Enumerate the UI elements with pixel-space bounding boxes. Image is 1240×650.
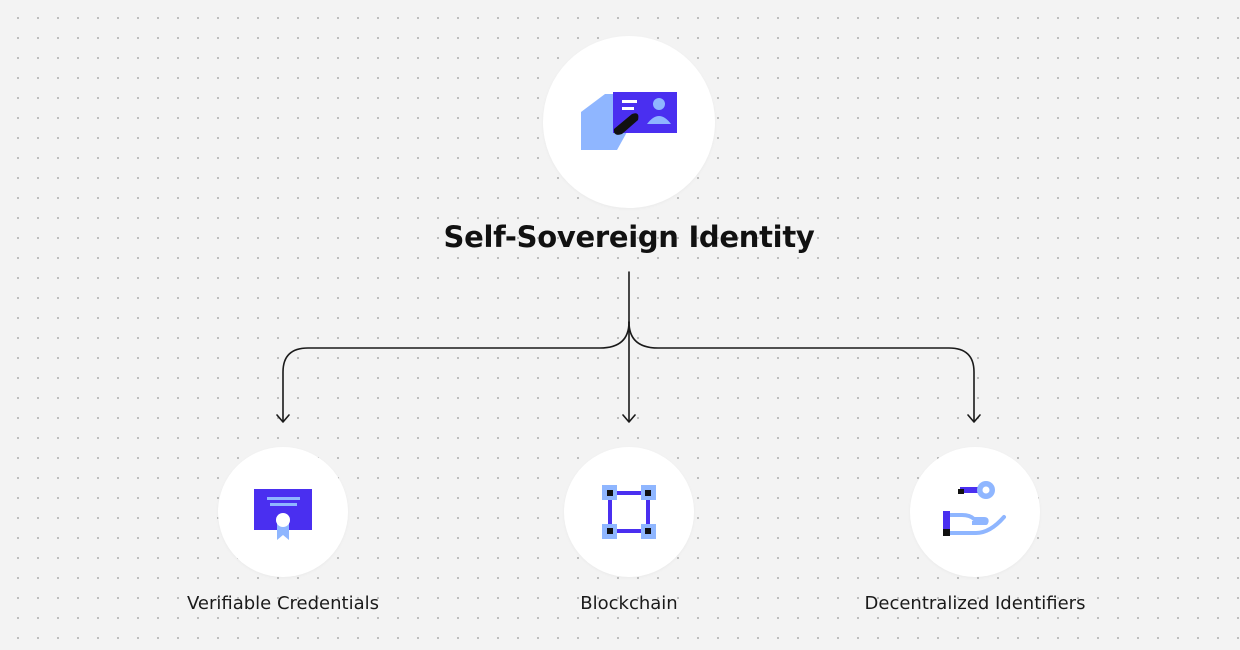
blockchain-label: Blockchain xyxy=(580,593,678,614)
root-node xyxy=(543,36,715,208)
blockchain-icon xyxy=(602,485,656,539)
arrowhead-left xyxy=(276,414,290,423)
certificate-icon xyxy=(254,489,312,540)
decentralized-identifiers-node xyxy=(910,447,1040,577)
blockchain-node xyxy=(564,447,694,577)
key-hand-icon xyxy=(943,481,1006,536)
arrowhead-right xyxy=(967,414,981,423)
identity-card-icon xyxy=(581,92,677,150)
verifiable-credentials-label: Verifiable Credentials xyxy=(186,593,379,614)
verifiable-credentials-node xyxy=(218,447,348,577)
branch-right xyxy=(628,321,975,422)
decentralized-identifiers-label: Decentralized Identifiers xyxy=(864,593,1086,614)
branch-left xyxy=(282,321,630,422)
root-title: Self-Sovereign Identity xyxy=(443,220,815,254)
arrowhead-center xyxy=(622,414,636,423)
